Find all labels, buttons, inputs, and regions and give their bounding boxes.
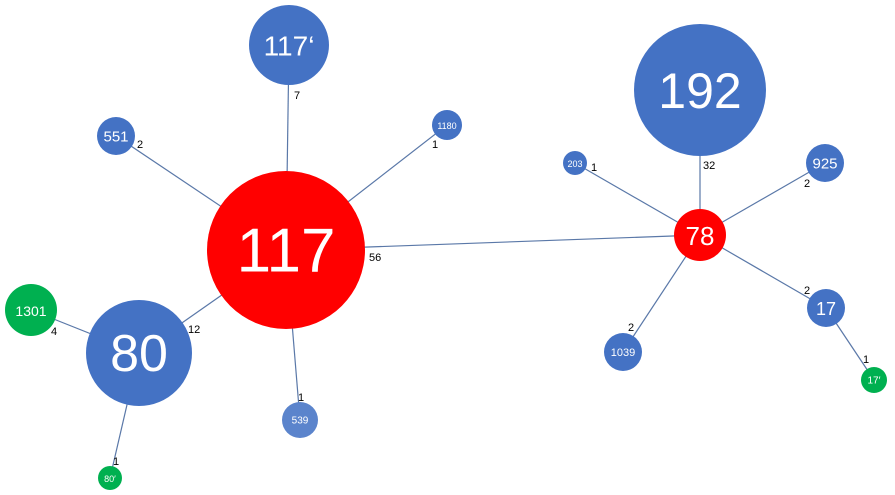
node-circle [563, 151, 587, 175]
node-circle [861, 367, 887, 393]
node-label: 17 [816, 299, 836, 319]
node-label: 80′ [104, 474, 116, 484]
node-circle [604, 333, 642, 371]
node-label: 80 [110, 325, 168, 383]
node-circle [807, 289, 845, 327]
edge-weight-label: 32 [703, 160, 715, 172]
node-label: 1301 [15, 303, 46, 319]
node-circle [806, 144, 844, 182]
node-192[interactable]: 192 [634, 24, 766, 156]
node-1301[interactable]: 1301 [5, 284, 57, 336]
node-circle [5, 284, 57, 336]
node-label: 17′ [868, 376, 881, 387]
node-circle [207, 171, 365, 329]
node-label: 539 [292, 416, 309, 427]
node-925[interactable]: 925 [806, 144, 844, 182]
edge-weight-label: 4 [51, 326, 57, 338]
node-label: 551 [103, 129, 128, 146]
edge-weight-label: 2 [137, 139, 143, 151]
edge-weight-label: 1 [113, 456, 119, 468]
node-label: 117 [237, 217, 336, 286]
node-label: 192 [658, 63, 741, 119]
node-117p[interactable]: 117‘ [249, 5, 329, 85]
node-label: 1039 [611, 347, 635, 359]
node-551[interactable]: 551 [97, 117, 135, 155]
edge-weight-label: 2 [804, 285, 810, 297]
node-circle [97, 117, 135, 155]
node-circle [86, 300, 192, 406]
edge-weight-label: 2 [804, 178, 810, 190]
node-circle [674, 209, 726, 261]
node-label: 78 [686, 221, 715, 251]
node-label: 203 [567, 159, 582, 169]
node-1180[interactable]: 1180 [432, 110, 462, 140]
node-117[interactable]: 117 [207, 171, 365, 329]
node-203[interactable]: 203 [563, 151, 587, 175]
node-78[interactable]: 78 [674, 209, 726, 261]
node-1039[interactable]: 1039 [604, 333, 642, 371]
node-539[interactable]: 539 [282, 402, 318, 438]
node-circle [282, 402, 318, 438]
node-circle [432, 110, 462, 140]
node-80p[interactable]: 80′ [98, 466, 122, 490]
edge-weight-label: 1 [591, 162, 597, 174]
edge-weight-label: 12 [188, 324, 200, 336]
node-circle [98, 466, 122, 490]
node-80[interactable]: 80 [86, 300, 192, 406]
node-circle [634, 24, 766, 156]
node-circle [249, 5, 329, 85]
edge-weight-label: 1 [432, 139, 438, 151]
node-17p[interactable]: 17′ [861, 367, 887, 393]
edge-weight-label: 56 [369, 252, 381, 264]
node-17[interactable]: 17 [807, 289, 845, 327]
node-label: 1180 [437, 121, 456, 131]
edge-weight-label: 1 [863, 354, 869, 366]
node-label: 925 [812, 156, 837, 173]
node-label: 117‘ [264, 31, 315, 62]
edge-weight-label: 1 [298, 392, 304, 404]
edge-weight-label: 7 [294, 90, 300, 102]
edge-weight-label: 2 [628, 322, 634, 334]
